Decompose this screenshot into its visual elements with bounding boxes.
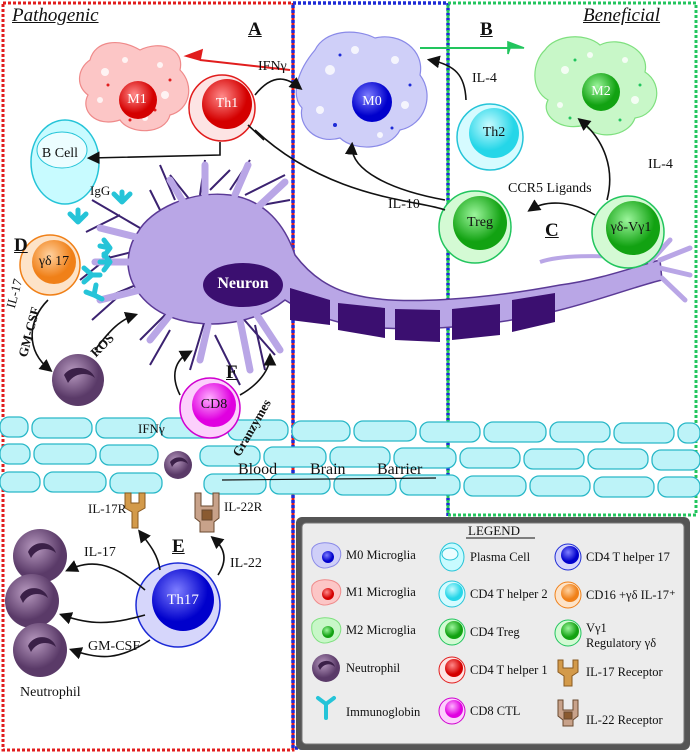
il22-receptor [194,492,220,533]
arrows [31,40,611,660]
legend-immunoglobin: Immunoglobin [346,705,421,719]
th2-label: Th2 [482,125,506,140]
pathogenic-region-border [1,1,295,752]
bbb-barrier-label: Barrier [377,461,423,478]
il22-e-label: IL-22 [230,556,262,571]
legend-th1: CD4 T helper 1 [470,663,548,677]
th2-cell [456,103,524,171]
gmcsf-e-label: GM-CSF [88,639,141,654]
legend-vg1: Vγ1 [586,621,607,635]
th17-label: Th17 [167,592,199,608]
gd17-cell [19,234,81,296]
bcell [30,119,100,205]
bbb-brain-label: Brain [310,461,346,478]
th1-label: Th1 [215,96,239,111]
neutrophil-label: Neutrophil [20,685,81,700]
il4-right-label: IL-4 [648,157,673,172]
il22r-label: IL-22R [224,499,263,514]
legend-neutrophil: Neutrophil [346,661,401,675]
ifng-cd8-label: IFNγ [138,421,165,436]
neutrophil-group [5,529,67,677]
il17-receptor [124,492,146,529]
cd8-label: CD8 [200,397,228,412]
blood-brain-barrier [0,416,700,498]
legend-box [296,517,690,750]
panel-e-label: E [172,536,185,557]
neuron [79,159,693,386]
immunoglobulins [67,189,133,302]
ccr5-label: CCR5 Ligands [508,181,592,196]
gd17-label: γδ 17 [38,254,70,269]
cd8-cell [179,377,241,439]
panel-a-label: A [248,19,262,40]
th1-cell [188,74,256,142]
legend-th17: CD4 T helper 17 [586,550,670,564]
legend-m2: M2 Microglia [346,623,416,637]
neutrophil-d [52,354,104,406]
bcell-label: B Cell [41,146,79,161]
panel-d-label: D [14,235,28,256]
panel-b-label: B [480,19,493,40]
m2-label: M2 [591,84,611,99]
neuron-label: Neuron [217,275,269,292]
treg-label: Treg [467,215,493,230]
ifng-top-label: IFNγ [258,59,287,74]
legend-plasma: Plasma Cell [470,550,531,564]
il4-top-label: IL-4 [472,71,497,86]
il10-label: IL-10 [388,197,420,212]
il17r-label: IL-17R [88,501,127,516]
igg-label: IgG [90,183,111,198]
gd-vg1-cell [591,195,665,269]
il17-e-label: IL-17 [84,545,116,560]
beneficial-label: Beneficial [583,5,661,26]
legend-il17r: IL-17 Receptor [586,665,663,679]
bbb-blood-label: Blood [238,461,278,478]
m1-label: M1 [127,92,147,107]
m1-microglia [79,42,190,132]
legend-gd17: CD16 +γδ IL-17⁺ [586,588,676,602]
neutrophil-bbb [164,451,192,479]
m2-microglia [534,36,658,136]
bbb-underline [221,477,437,481]
legend-m0: M0 Microglia [346,548,416,562]
m0-label: M0 [362,94,382,109]
th17-cell [135,562,221,648]
panel-c-label: C [545,220,559,241]
legend-vg1-sub: Regulatory γδ [586,636,657,650]
pathogenic-label: Pathogenic [12,5,99,26]
gd-vg1-label: γδ-Vγ1 [610,220,652,235]
legend-cd8: CD8 CTL [470,704,521,718]
m0-microglia [295,31,428,148]
legend-m1: M1 Microglia [346,585,416,599]
panel-f-label: F [226,362,238,383]
legend-th2: CD4 T helper 2 [470,587,548,601]
legend-treg: CD4 Treg [470,625,520,639]
legend-il22r: IL-22 Receptor [586,713,663,727]
treg-cell [438,190,512,264]
legend-title: LEGEND [468,523,520,538]
